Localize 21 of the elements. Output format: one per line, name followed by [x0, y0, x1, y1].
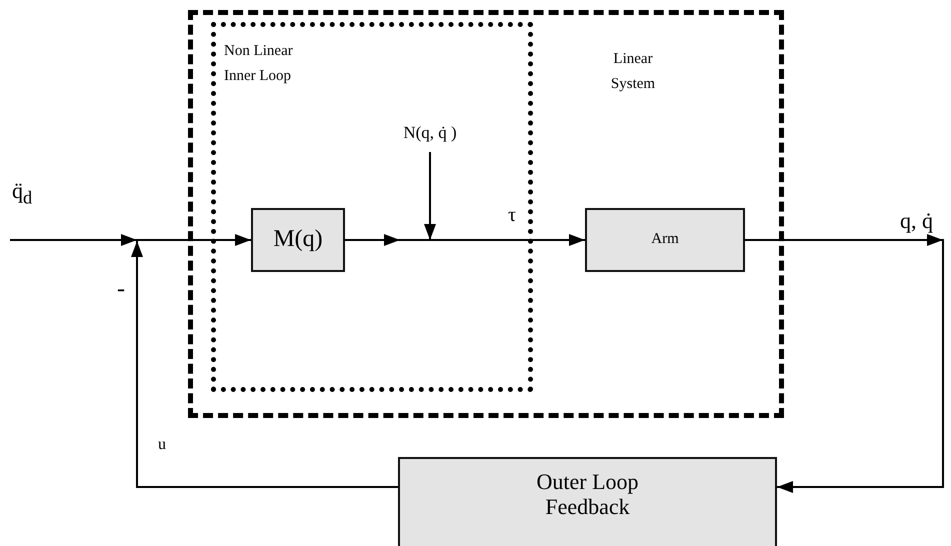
signal-label: q̈$_{d}$ — [12, 180, 32, 207]
region-label: Linear System — [610, 50, 656, 94]
block-label: M(q) — [273, 226, 323, 254]
dashed-boundary — [188, 10, 784, 418]
signal-label: N(q, q̇ ) — [403, 123, 457, 143]
block-label: Arm — [651, 231, 679, 249]
signal-arrow — [10, 234, 251, 246]
block-label: Outer Loop Feedback — [535, 468, 640, 520]
signal-arrow — [424, 152, 436, 240]
block-box — [585, 208, 745, 272]
region-label: Non Linear Inner Loop — [224, 42, 294, 86]
signal-label: - — [117, 277, 125, 301]
signal-label: τ — [508, 205, 516, 225]
signal-arrow — [345, 234, 585, 246]
dotted-boundary — [211, 22, 533, 392]
signal-label: u — [158, 437, 166, 453]
signal-arrow — [131, 241, 398, 488]
block-box — [251, 208, 345, 272]
signal-arrow — [745, 234, 944, 493]
block-box — [398, 457, 777, 546]
signal-label: q, q̇ — [900, 210, 933, 232]
